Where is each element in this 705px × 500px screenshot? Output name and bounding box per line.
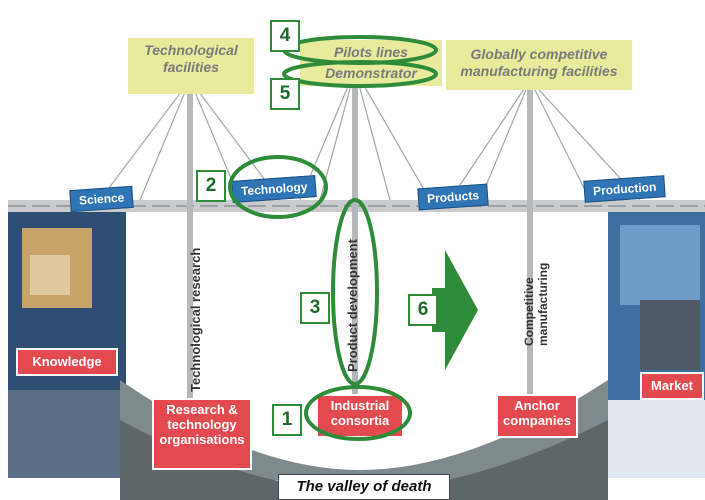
science-tag: Science — [69, 185, 135, 213]
arrow-6-shape — [432, 250, 478, 370]
globally-competitive-box: Globally competitive manufacturing facil… — [446, 40, 632, 90]
research-box: Research & technology organisations — [152, 398, 252, 470]
number-6: 6 — [408, 294, 438, 326]
market-box: Market — [640, 372, 704, 400]
technological-research-label: Technological research — [188, 247, 203, 392]
competitive-manufacturing-label: Competitive manufacturing — [522, 262, 550, 346]
pilots-lines-label: Pilots lines — [334, 44, 408, 60]
industrial-box: Industrial consortia — [316, 394, 404, 438]
knowledge-box: Knowledge — [16, 348, 118, 376]
product-development-label: Product development — [345, 239, 360, 372]
number-4: 4 — [270, 20, 300, 52]
number-3: 3 — [300, 292, 330, 324]
valley-caption: The valley of death — [278, 474, 450, 500]
number-5: 5 — [270, 78, 300, 110]
number-1: 1 — [272, 404, 302, 436]
technological-facilities-box: Technological facilities — [128, 38, 254, 94]
pilot-demonstrator-box: Pilots lines Demonstrator — [300, 40, 442, 86]
number-2: 2 — [196, 170, 226, 202]
demonstrator-label: Demonstrator — [325, 65, 417, 81]
anchor-box: Anchor companies — [496, 394, 578, 438]
